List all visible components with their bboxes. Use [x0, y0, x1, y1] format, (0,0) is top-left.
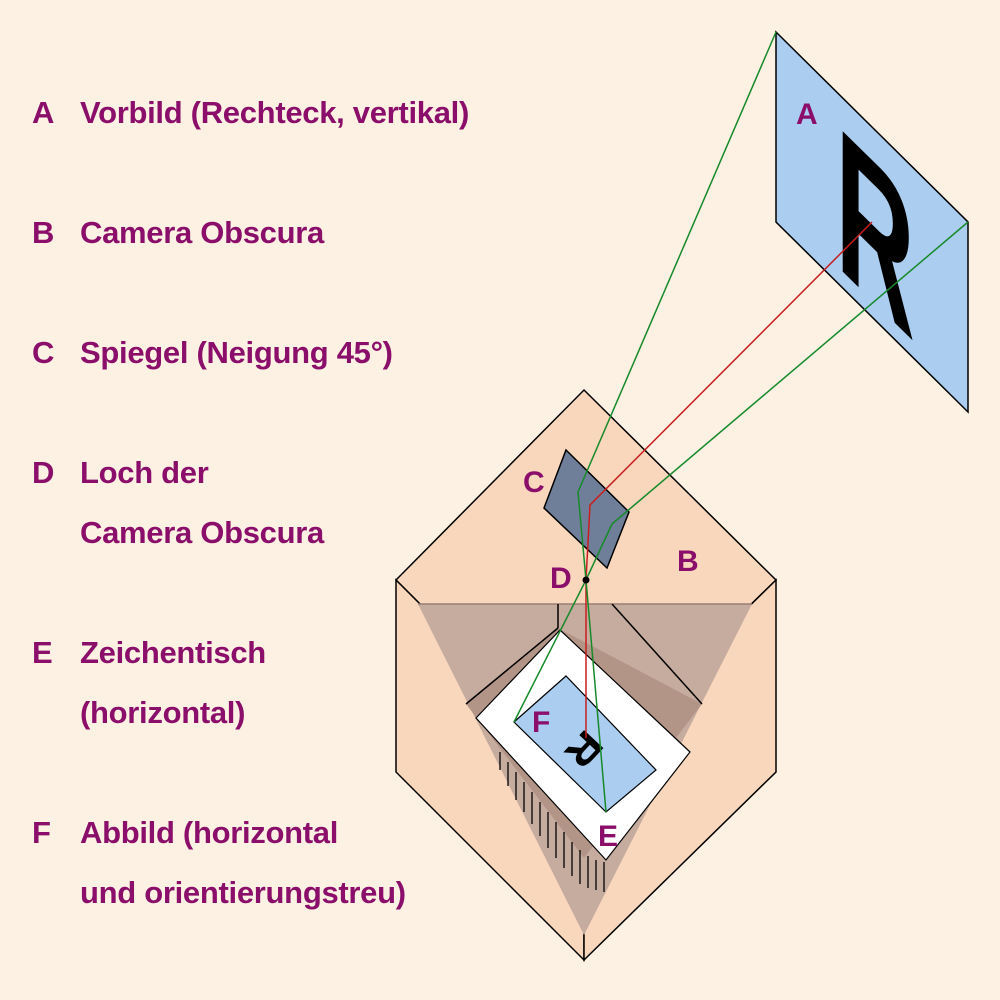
label-f: F: [532, 706, 550, 739]
legend-text: Vorbild (Rechteck, vertikal): [80, 95, 469, 130]
legend-text: Zeichentisch: [80, 635, 266, 670]
legend-text-line2: und orientierungstreu): [80, 875, 406, 910]
legend-text-line2: (horizontal): [80, 695, 246, 730]
legend-text: Spiegel (Neigung 45°): [80, 335, 393, 370]
table-edge-hatching: [499, 752, 605, 892]
legend-letter: B: [32, 215, 55, 250]
legend-letter: D: [32, 455, 55, 490]
light-rays: [513, 31, 969, 813]
object-glyph: R: [835, 81, 914, 387]
legend-item-a: A Vorbild (Rechteck, vertikal): [32, 83, 469, 143]
mirror: [543, 448, 630, 570]
image-plane: [513, 675, 657, 813]
ray-top: [577, 31, 777, 813]
legend-letter: A: [32, 95, 55, 130]
legend-item-c: C Spiegel (Neigung 45°): [32, 323, 393, 383]
legend-item-d: D Loch der Camera Obscura: [32, 443, 324, 563]
label-a: A: [796, 98, 818, 131]
legend-letter: E: [32, 635, 53, 670]
legend-item-f: F Abbild (horizontal und orientierungstre…: [32, 803, 406, 923]
legend-letter: C: [32, 335, 55, 370]
legend-text: Abbild (horizontal: [80, 815, 339, 850]
legend-text: Loch der: [80, 455, 209, 490]
ray-central: [585, 221, 873, 738]
legend: A Vorbild (Rechteck, vertikal) B Camera Ob…: [32, 83, 469, 923]
legend-text: Camera Obscura: [80, 215, 324, 250]
label-c: C: [523, 466, 545, 499]
legend-item-e: E Zeichentisch (horizontal): [32, 623, 266, 743]
pinhole: [582, 576, 590, 584]
legend-text-line2: Camera Obscura: [80, 515, 324, 550]
label-e: E: [598, 820, 618, 853]
label-b: B: [677, 545, 699, 578]
legend-item-b: B Camera Obscura: [32, 203, 324, 263]
ray-right: [513, 221, 969, 723]
label-d: D: [550, 562, 572, 595]
legend-letter: F: [32, 815, 51, 850]
